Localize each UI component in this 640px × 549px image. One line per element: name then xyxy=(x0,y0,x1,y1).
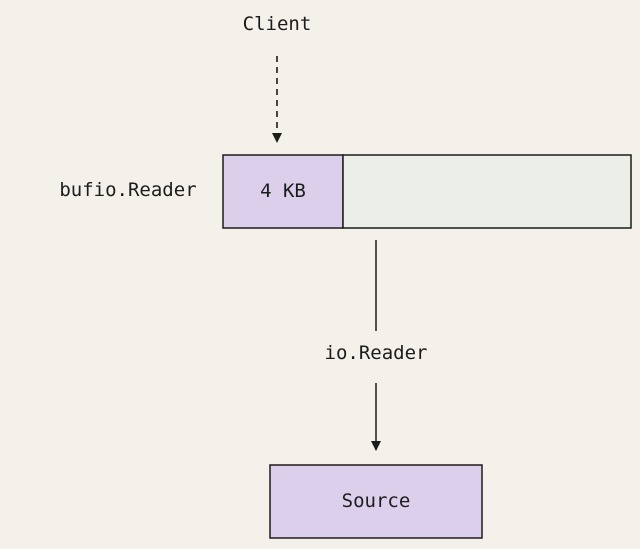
io-reader-label: io.Reader xyxy=(325,342,428,364)
source-label: Source xyxy=(342,490,411,512)
buffer-size-label: 4 KB xyxy=(260,180,306,202)
bufio-reader-label: bufio.Reader xyxy=(59,179,196,201)
source-box xyxy=(269,464,483,539)
buffer-filled-segment xyxy=(222,154,344,229)
client-label: Client xyxy=(243,13,312,35)
buffer-empty-segment xyxy=(342,154,632,229)
